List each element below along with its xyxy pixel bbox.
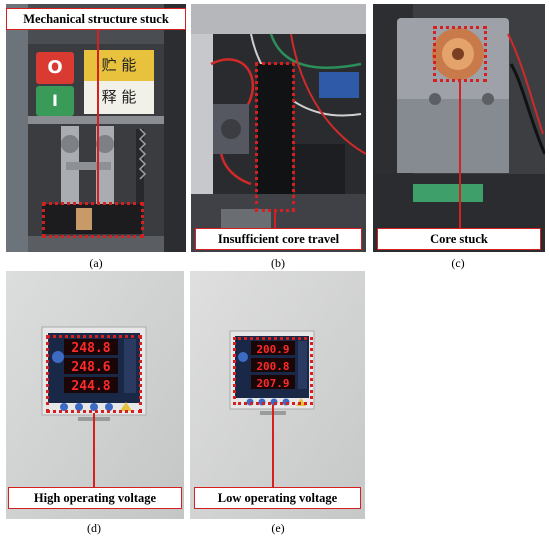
leader-line-a bbox=[97, 28, 99, 202]
caption-e: Low operating voltage bbox=[194, 487, 361, 509]
meter-low-reading-2: 200.8 bbox=[256, 360, 289, 373]
subfigure-label-e: (e) bbox=[271, 521, 285, 535]
meter-high-reading-2: 248.6 bbox=[71, 360, 110, 375]
tag-store-energy: 贮 能 bbox=[101, 56, 137, 74]
photo-panel-b: Insufficient core travel bbox=[191, 4, 366, 252]
photo-panel-a: O I 贮 能 释 能 Mechanical structure stuck bbox=[6, 4, 186, 252]
subfigure-label-d: (d) bbox=[87, 521, 101, 535]
subfigure-label-a: (a) bbox=[89, 256, 103, 270]
highlight-box-e bbox=[233, 337, 313, 405]
meter-low-reading-1: 200.9 bbox=[256, 343, 289, 356]
leader-line-d bbox=[93, 413, 95, 487]
photo-panel-c: Core stuck bbox=[373, 4, 545, 252]
leader-line-c bbox=[459, 82, 461, 228]
close-button-glyph: I bbox=[52, 91, 58, 110]
caption-d: High operating voltage bbox=[8, 487, 182, 509]
meter-high-reading-3: 244.8 bbox=[71, 379, 110, 394]
photo-panel-d: 248.8 248.6 244.8 High operating voltage bbox=[6, 271, 184, 519]
leader-line-e bbox=[272, 405, 274, 487]
caption-b: Insufficient core travel bbox=[195, 228, 362, 250]
leader-line-b bbox=[274, 212, 276, 228]
photo-panel-e: 200.9 200.8 207.9 Low operating voltage bbox=[190, 271, 365, 519]
subfigure-label-b: (b) bbox=[271, 256, 285, 270]
photo-meter-low: 200.9 200.8 207.9 bbox=[190, 271, 365, 519]
highlight-box-c bbox=[433, 26, 487, 82]
highlight-box-b bbox=[255, 62, 295, 212]
photo-mechanism bbox=[6, 4, 186, 252]
subfigure-label-c: (c) bbox=[451, 256, 465, 270]
caption-a: Mechanical structure stuck bbox=[6, 8, 186, 30]
meter-high-reading-1: 248.8 bbox=[71, 341, 110, 356]
tag-release-energy: 释 能 bbox=[101, 88, 137, 106]
photo-meter-high: 248.8 248.6 244.8 bbox=[6, 271, 184, 519]
highlight-box-a bbox=[42, 202, 144, 238]
open-button-glyph: O bbox=[47, 57, 63, 78]
highlight-box-d bbox=[46, 335, 142, 413]
meter-low-reading-3: 207.9 bbox=[256, 377, 289, 390]
caption-c: Core stuck bbox=[377, 228, 541, 250]
